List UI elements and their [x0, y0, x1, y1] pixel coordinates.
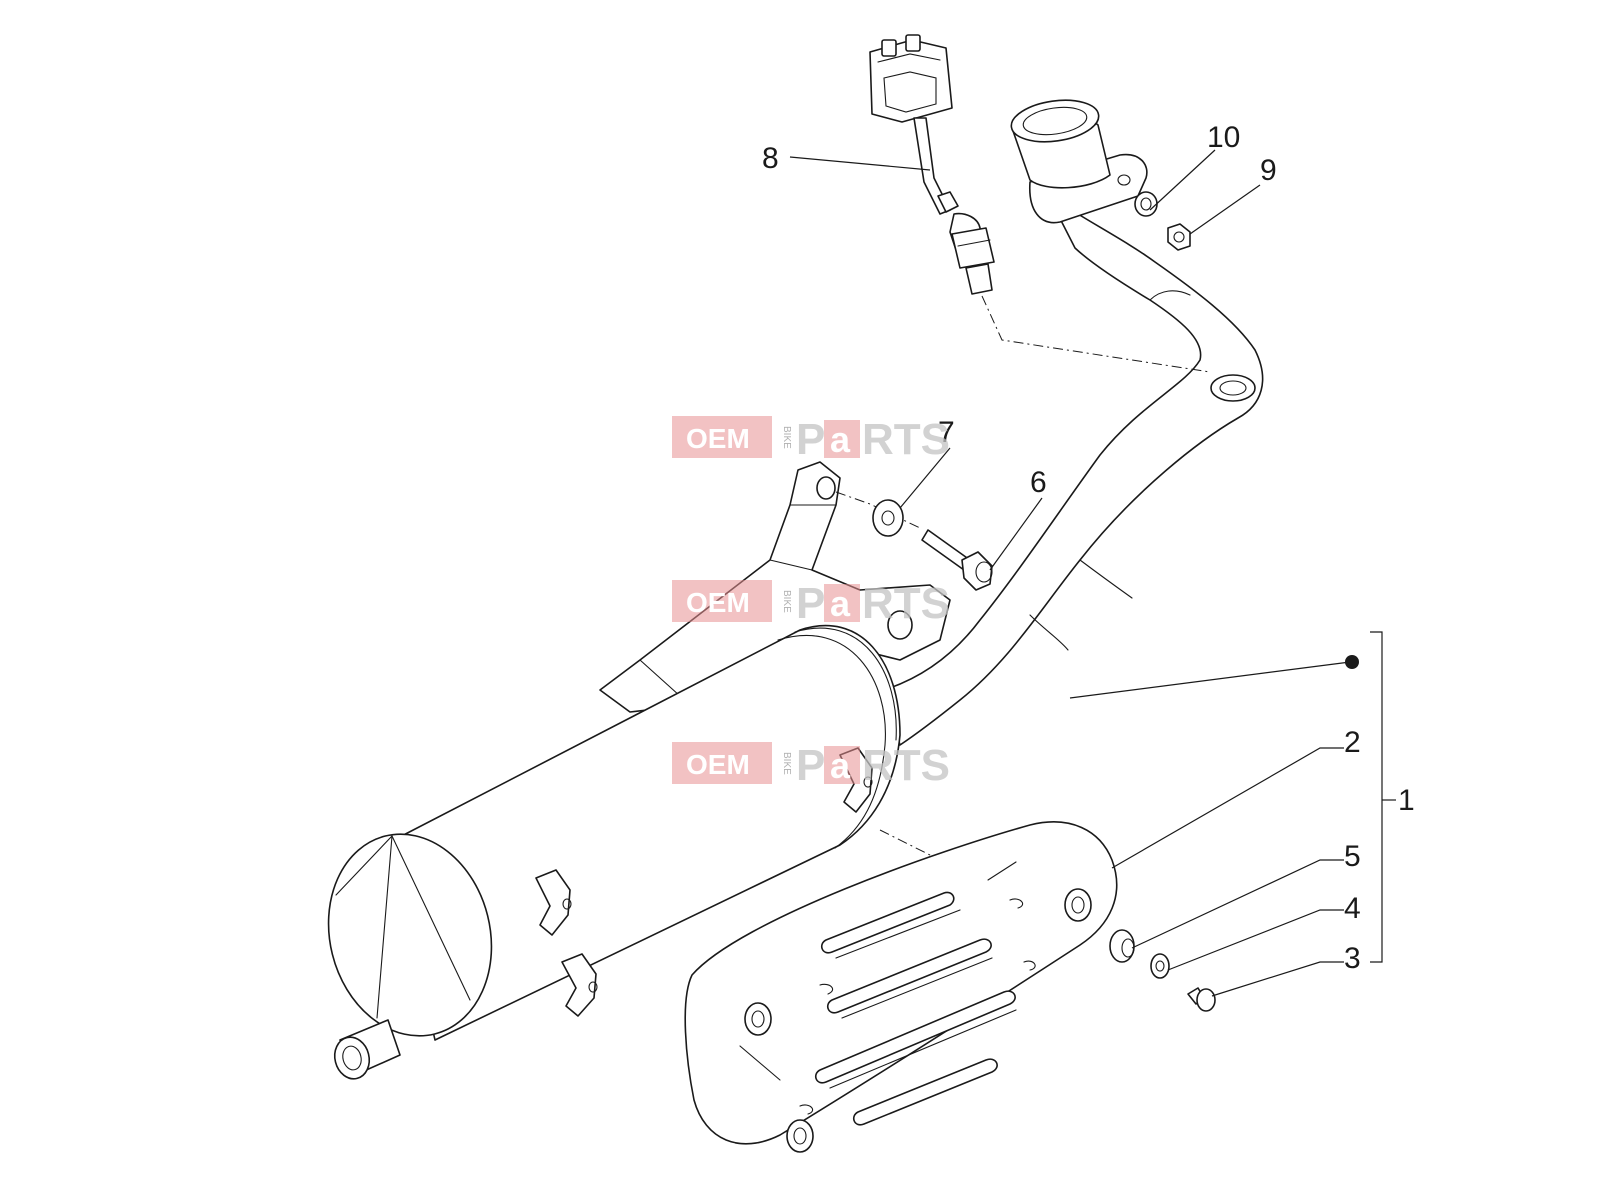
- callout-9: 9: [1260, 154, 1277, 187]
- assembly-dot: [1345, 655, 1359, 669]
- heat-shield: [684, 821, 1118, 1153]
- svg-text:BIKE: BIKE: [781, 426, 792, 449]
- svg-text:RTS: RTS: [862, 741, 950, 790]
- grommet-part-5: [1109, 929, 1135, 963]
- watermark-middle: OEM BIKE P a RTS: [672, 579, 950, 628]
- callout-6: 6: [1030, 466, 1047, 499]
- callout-10: 10: [1207, 121, 1240, 154]
- svg-text:a: a: [830, 745, 851, 786]
- callout-7: 7: [938, 416, 955, 449]
- bolt-part-6: [921, 529, 993, 591]
- screw-part-3: [1187, 987, 1216, 1012]
- callout-1: 1: [1398, 784, 1415, 817]
- leader-lines: [789, 149, 1396, 997]
- muffler-body: [327, 624, 901, 1080]
- svg-text:OEM: OEM: [686, 749, 750, 780]
- sensor-centerline: [981, 295, 1211, 373]
- callout-5: 5: [1344, 840, 1361, 873]
- watermark-bottom: OEM BIKE P a RTS: [672, 741, 950, 790]
- svg-text:OEM: OEM: [686, 587, 750, 618]
- svg-text:P: P: [796, 741, 825, 790]
- svg-text:BIKE: BIKE: [781, 752, 792, 775]
- svg-text:BIKE: BIKE: [781, 590, 792, 613]
- svg-text:a: a: [830, 419, 851, 460]
- svg-text:RTS: RTS: [862, 415, 950, 464]
- callout-2: 2: [1344, 726, 1361, 759]
- svg-text:P: P: [796, 579, 825, 628]
- svg-text:a: a: [830, 583, 851, 624]
- washer-part-4: [1150, 953, 1170, 979]
- washer-part-10: [1134, 191, 1158, 217]
- svg-text:OEM: OEM: [686, 423, 750, 454]
- shield-centerline: [879, 829, 941, 861]
- nut-part-9: [1167, 223, 1191, 251]
- callout-8: 8: [762, 142, 779, 175]
- watermark-top: OEM BIKE P a RTS: [672, 415, 950, 464]
- exhaust-header-pipe: [883, 99, 1264, 746]
- svg-text:RTS: RTS: [862, 579, 950, 628]
- callout-4: 4: [1344, 892, 1361, 925]
- callout-3: 3: [1344, 942, 1361, 975]
- oxygen-sensor: [869, 34, 995, 295]
- svg-text:P: P: [796, 415, 825, 464]
- washer-part-7: [872, 499, 904, 537]
